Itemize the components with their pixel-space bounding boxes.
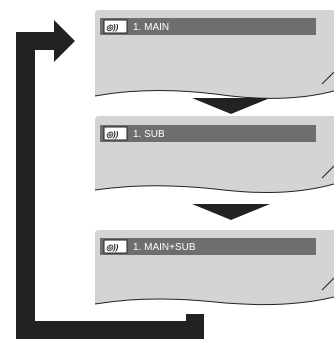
audio-icon-glyph: ◎)): [106, 243, 119, 252]
down-arrow: [192, 204, 270, 220]
screen-edge-mark: [321, 277, 334, 291]
screen-panel-main-sub: ◎)) 1. MAIN+SUB: [94, 230, 334, 306]
screen-tear-edge: [94, 183, 334, 194]
screen-tear-edge: [94, 89, 334, 99]
screen-edge-mark: [321, 165, 334, 179]
audio-icon: [103, 126, 128, 141]
audio-icon: [103, 239, 128, 254]
loop-arrow-head: [54, 20, 75, 62]
label-bar: [100, 238, 316, 255]
loop-back-arrow: [16, 20, 204, 339]
screen-label: 1. SUB: [133, 129, 165, 140]
screen-label: 1. MAIN+SUB: [133, 242, 196, 253]
screen-panel-main: ◎)) 1. MAIN: [94, 10, 334, 99]
loop-arrow-shaft: [16, 32, 204, 339]
audio-icon: [103, 19, 128, 34]
screen-edge-mark: [321, 71, 334, 85]
label-bar: [100, 125, 316, 142]
down-arrow: [192, 98, 270, 114]
label-bar: [100, 18, 316, 35]
screen-tear-edge: [94, 296, 334, 306]
audio-icon-glyph: ◎)): [106, 130, 119, 139]
screen-label: 1. MAIN: [133, 22, 169, 33]
screen-panel-sub: ◎)) 1. SUB: [94, 116, 334, 194]
audio-icon-glyph: ◎)): [106, 23, 119, 32]
